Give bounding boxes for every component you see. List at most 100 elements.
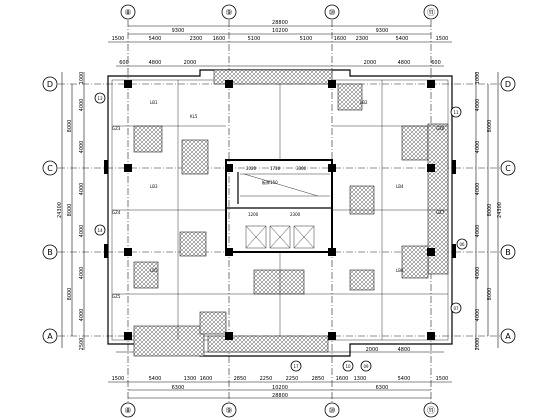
hatch-top-center [213,69,333,85]
column-edge-left-B [104,244,108,258]
hatch-right-upper [401,125,429,161]
core-stair-note: 板厚150 [262,179,278,185]
axis-bubble-8-top [120,4,136,20]
axis-bubble-B-left [42,244,58,260]
axis-bubble-10-bottom [324,402,340,418]
dim-left-overall: 24300 [57,202,63,218]
columns [104,80,456,340]
dim-bottom-detail2-3: 4800 [398,347,411,353]
dim-top-mid-2: 9300 [376,28,389,34]
hatched-regions [133,69,449,357]
dim-right-mid-0: 8000 [487,120,493,133]
callout-circle-07 [450,302,462,314]
slab-mark-6: LB6 [396,268,404,273]
dim-top-mid-0: 9300 [172,28,185,34]
axis-bubble-D-right [500,76,516,92]
axis-label-A-right: A [505,332,511,341]
hatch-bottom-center [253,269,305,295]
column-10-A [328,332,336,340]
column-edge-right-C [452,160,456,174]
slab-mark-2: LB2 [360,100,368,105]
dim-top-detail-7: 2300 [356,36,369,42]
column-mark-4: GZ7 [436,210,445,215]
callout-17: 17 [293,364,299,369]
dim-right-detail-4: 4000 [475,225,481,238]
callout-13: 13 [97,96,103,101]
callout-14: 14 [97,228,103,233]
column-11-D [427,80,435,88]
column-10-D [328,80,336,88]
elevator-shaft-1 [245,225,267,249]
dim-left-mid-1: 8000 [67,204,73,217]
dim-bottom-mid-1: 10200 [272,385,288,391]
hatch-left-lower [133,261,159,289]
hatch-right-strip [427,123,449,275]
hatch-left-upper [133,125,163,153]
core-outer-wall [225,159,333,253]
right-axis-bubbles: D C B A [500,76,516,344]
axis-label-11-top: ⑪ [427,8,435,17]
dim-top-detail2-5: 600 [431,60,441,66]
column-edge-left-C [104,160,108,174]
dim-bottom-detail-0: 1500 [112,376,125,382]
dim-left-detail-7: 2500 [79,338,85,351]
dim-left-detail-4: 4000 [79,225,85,238]
dim-left-detail-3: 4000 [79,183,85,196]
top-dimension-chain: 28800 9300 10200 9300 1500 5400 2300 160… [108,20,452,67]
axis-bubble-9-bottom [221,402,237,418]
column-8-B [124,248,132,256]
core-dim-4: 2300 [290,212,301,217]
dim-right-detail-1: 4000 [475,99,481,112]
dim-bottom-mid-2: 6300 [376,385,389,391]
core-dim-0: 2020 [246,166,257,171]
bottom-axis-bubbles: ⑧ ⑨ ⑩ ⑪ [120,402,439,418]
interior-beams [112,80,448,340]
dim-top-overall: 28800 [272,20,288,26]
axis-bubble-A-left [42,328,58,344]
slab-mark-3: LB3 [150,184,158,189]
dim-right-detail-3: 4000 [475,183,481,196]
central-core: 板厚150 2020 1710 3300 1200 2300 [225,159,333,253]
dim-bottom-detail-11: 1500 [436,376,449,382]
axis-label-D-right: D [505,80,511,89]
axis-label-B-right: B [505,248,511,257]
dim-bottom-detail-7: 2850 [312,376,325,382]
top-axis-bubbles: ⑧ ⑨ ⑩ ⑪ [120,4,439,20]
dim-top-detail2-4: 4800 [398,60,411,66]
dim-left-mid-2: 8000 [67,288,73,301]
column-8-A [124,332,132,340]
dim-bottom-detail-8: 1600 [336,376,349,382]
hatch-bottom-left [133,325,205,357]
dim-right-mid-2: 8000 [487,288,493,301]
dim-bottom-detail-10: 5400 [398,376,411,382]
axis-label-9-top: ⑨ [225,8,232,17]
callout-circle-13 [94,92,106,104]
column-11-A [427,332,435,340]
dim-bottom-overall: 28800 [272,393,288,399]
dim-top-detail-9: 1500 [436,36,449,42]
axis-label-9-bottom: ⑨ [225,406,232,415]
hatch-bottom-left2 [199,311,227,335]
dim-left-detail-2: 4000 [79,141,85,154]
slab-mark-5: LB5 [150,268,158,273]
callout-circle-14 [94,224,106,236]
left-axis-bubbles: D C B A [42,76,58,344]
dim-top-detail-2: 2300 [190,36,203,42]
callouts: 13 11 14 06 07 17 10 09 [94,92,468,372]
dim-left-detail-5: 4000 [79,267,85,280]
column-9-C [225,164,233,172]
callout-11: 11 [453,110,459,115]
axis-bubble-10-top [324,4,340,20]
axis-bubble-C-right [500,160,516,176]
axis-label-B-left: B [47,248,53,257]
elevator-shaft-3 [293,225,315,249]
column-mark-0: GZ3 [112,126,121,131]
dim-left-mid-0: 8000 [67,120,73,133]
axis-label-11-bottom: ⑪ [427,406,435,415]
callout-circle-17 [290,360,302,372]
axis-bubble-8-bottom [120,402,136,418]
column-edge-right-B [452,244,456,258]
hatch-bottom-strip [207,335,329,353]
hatch-right-mid [349,185,375,215]
